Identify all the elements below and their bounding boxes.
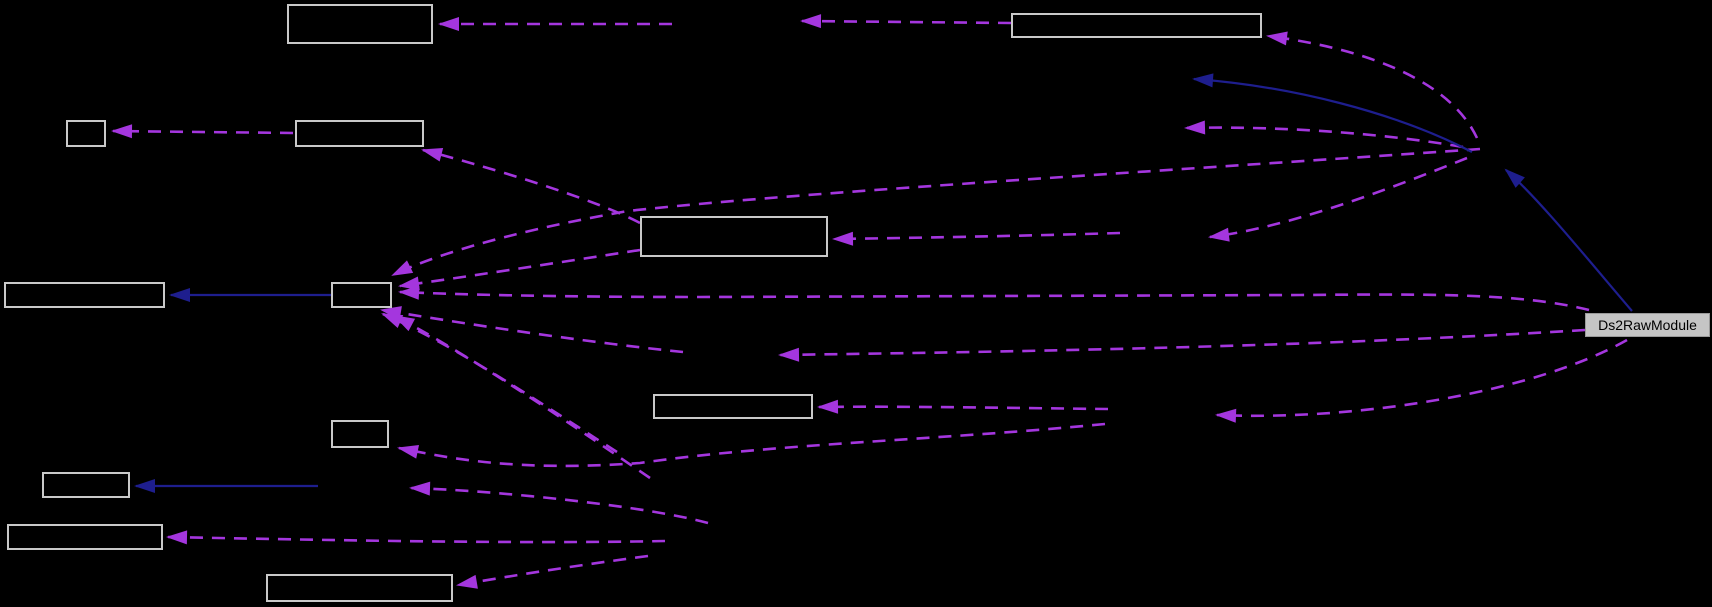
- edge-dep-21: [817, 399, 1109, 414]
- edge-dep-13: [391, 147, 1481, 277]
- node-center[interactable]: [640, 216, 828, 257]
- node-hub-small[interactable]: [331, 282, 392, 308]
- edge-dep-11: [111, 124, 294, 139]
- edges-group: [111, 14, 1633, 589]
- edge-dep-4: [1184, 120, 1464, 149]
- edge-dep-5: [1208, 156, 1468, 242]
- edge-dep-3: [1266, 31, 1479, 139]
- node-small-left[interactable]: [66, 120, 106, 147]
- node-small-mid[interactable]: [331, 420, 389, 448]
- edge-dep-6: [832, 231, 1121, 246]
- edge-dep-8: [778, 328, 1586, 362]
- edge-dep-10: [380, 306, 684, 354]
- node-left-small[interactable]: [42, 472, 130, 498]
- edge-dep-7: [398, 285, 1590, 312]
- node-top-left[interactable]: [287, 4, 433, 44]
- edge-dep-18: [409, 481, 709, 525]
- node-bottom[interactable]: [266, 574, 453, 602]
- edge-inh-4: [1504, 168, 1633, 312]
- node-left-lower[interactable]: [7, 524, 163, 550]
- edge-dep-16: [393, 314, 651, 480]
- edge-dep-2: [800, 14, 1012, 29]
- node-left-wide[interactable]: [4, 282, 165, 308]
- node-center-lower[interactable]: [653, 394, 813, 419]
- edge-inh-3: [1192, 73, 1473, 153]
- node-top-right[interactable]: [1011, 13, 1262, 38]
- edge-dep-20: [456, 554, 649, 589]
- edge-dep-17: [397, 422, 1106, 468]
- node-ds2rawmodule: Ds2RawModule: [1585, 313, 1710, 337]
- edge-dep-14: [398, 248, 641, 291]
- node-mid-upper[interactable]: [295, 120, 424, 147]
- edge-dep-9: [1215, 338, 1628, 423]
- edge-dep-12: [421, 147, 641, 225]
- edge-dep-19: [166, 530, 666, 545]
- edge-dep-15: [381, 312, 618, 454]
